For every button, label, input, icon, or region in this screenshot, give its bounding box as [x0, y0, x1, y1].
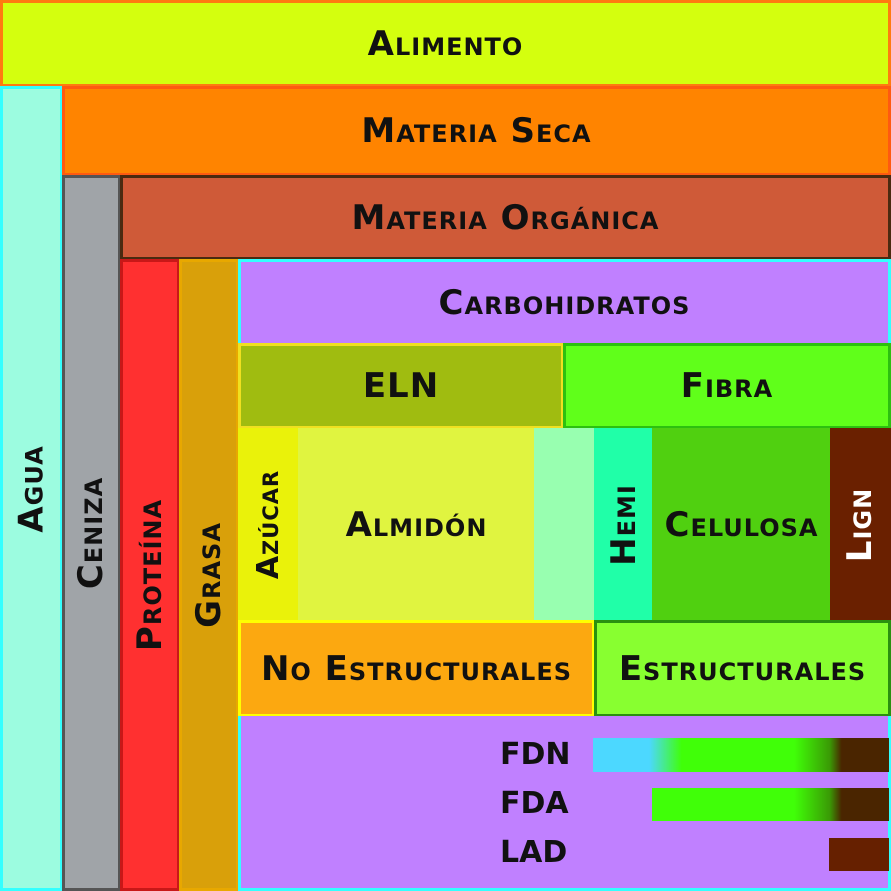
ceniza-block: Ceniza	[62, 175, 121, 891]
almidon-label: Almidón	[345, 504, 488, 545]
almidon-block: Almidón	[298, 428, 535, 621]
ceniza-label: Ceniza	[71, 476, 112, 590]
hemi-block: Hemi	[594, 428, 653, 621]
alimento-label: Alimento	[367, 23, 524, 64]
alimento-block: Alimento	[0, 0, 891, 87]
fdn-bar	[593, 738, 889, 772]
fda-label: FDA	[500, 786, 569, 821]
materia-organica-label: Materia Orgánica	[351, 197, 660, 238]
azucar-label: Azúcar	[251, 469, 286, 580]
lad-label: LAD	[500, 835, 568, 870]
carbohidratos-block: Carbohidratos	[238, 259, 891, 344]
fda-bar	[652, 788, 889, 821]
fdn-label: FDN	[500, 737, 571, 772]
lign-label: Lign	[840, 487, 881, 562]
celulosa-block: Celulosa	[652, 428, 831, 621]
grasa-block: Grasa	[179, 259, 239, 891]
agua-label: Agua	[11, 444, 52, 533]
proteina-label: Proteína	[130, 498, 171, 652]
azucar-block: Azúcar	[238, 428, 299, 621]
lad-bar	[829, 838, 889, 871]
pectina-block	[534, 428, 595, 621]
carbohidratos-label: Carbohidratos	[438, 283, 691, 323]
materia-seca-block: Materia Seca	[62, 86, 891, 176]
fibra-label: Fibra	[680, 366, 774, 406]
agua-block: Agua	[0, 86, 63, 891]
lign-block: Lign	[830, 428, 891, 621]
eln-block: ELN	[238, 343, 564, 429]
no-estructurales-label: No Estructurales	[260, 648, 573, 689]
grasa-label: Grasa	[189, 522, 230, 628]
celulosa-label: Celulosa	[664, 504, 819, 545]
no-estructurales-block: No Estructurales	[238, 620, 595, 717]
materia-organica-block: Materia Orgánica	[120, 175, 891, 260]
estructurales-label: Estructurales	[618, 648, 867, 689]
hemi-label: Hemi	[603, 483, 644, 566]
materia-seca-label: Materia Seca	[361, 111, 592, 151]
fibra-block: Fibra	[563, 343, 891, 429]
estructurales-block: Estructurales	[594, 620, 891, 717]
eln-label: ELN	[362, 366, 440, 406]
proteina-block: Proteína	[120, 259, 180, 891]
